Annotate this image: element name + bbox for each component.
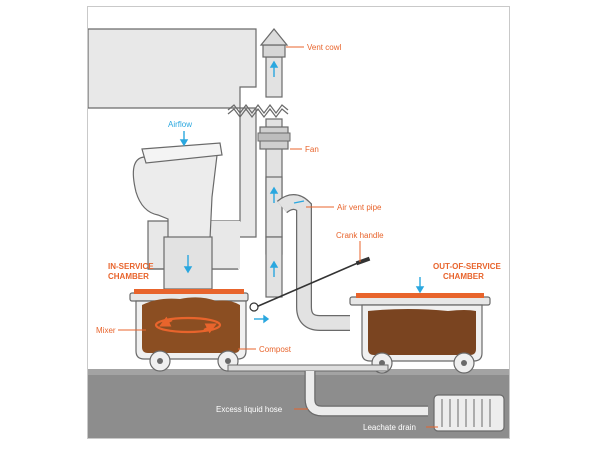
break-mark (227, 104, 289, 114)
crank-handle (255, 261, 361, 308)
toilet-pedestal (132, 146, 219, 240)
roof (88, 28, 257, 109)
label-vent-cowl: Vent cowl (307, 43, 341, 52)
label-in-service-1: IN-SERVICE (108, 262, 154, 271)
label-mixer: Mixer (96, 326, 116, 335)
label-compost: Compost (259, 345, 292, 354)
base-pipe (227, 364, 389, 372)
label-air-vent-pipe: Air vent pipe (337, 203, 382, 212)
composting-toilet-diagram: Vent cowl Fan Airflow Air vent pipe Cran… (88, 28, 509, 438)
in-service-chamber (129, 289, 249, 372)
vent-cowl (262, 44, 286, 58)
leader-lines (118, 46, 438, 428)
airflow-arrows (179, 60, 425, 324)
toilet-seat (141, 142, 223, 164)
floor-slab (88, 369, 509, 375)
label-crank-handle: Crank handle (336, 231, 384, 240)
leachate-drain (433, 394, 505, 432)
compost (142, 297, 240, 353)
air-vent-pipe (276, 194, 350, 331)
label-airflow: Airflow (168, 120, 192, 129)
label-fan: Fan (305, 145, 319, 154)
diagram-frame: Vent cowl Fan Airflow Air vent pipe Cran… (87, 6, 510, 439)
out-of-service-chamber (349, 293, 491, 374)
mixer (154, 316, 222, 334)
label-leachate-drain: Leachate drain (363, 423, 416, 432)
label-excess-liquid-hose: Excess liquid hose (216, 405, 283, 414)
label-out-of-service-2: CHAMBER (443, 272, 484, 281)
label-out-of-service-1: OUT-OF-SERVICE (433, 262, 502, 271)
label-in-service-2: CHAMBER (108, 272, 149, 281)
